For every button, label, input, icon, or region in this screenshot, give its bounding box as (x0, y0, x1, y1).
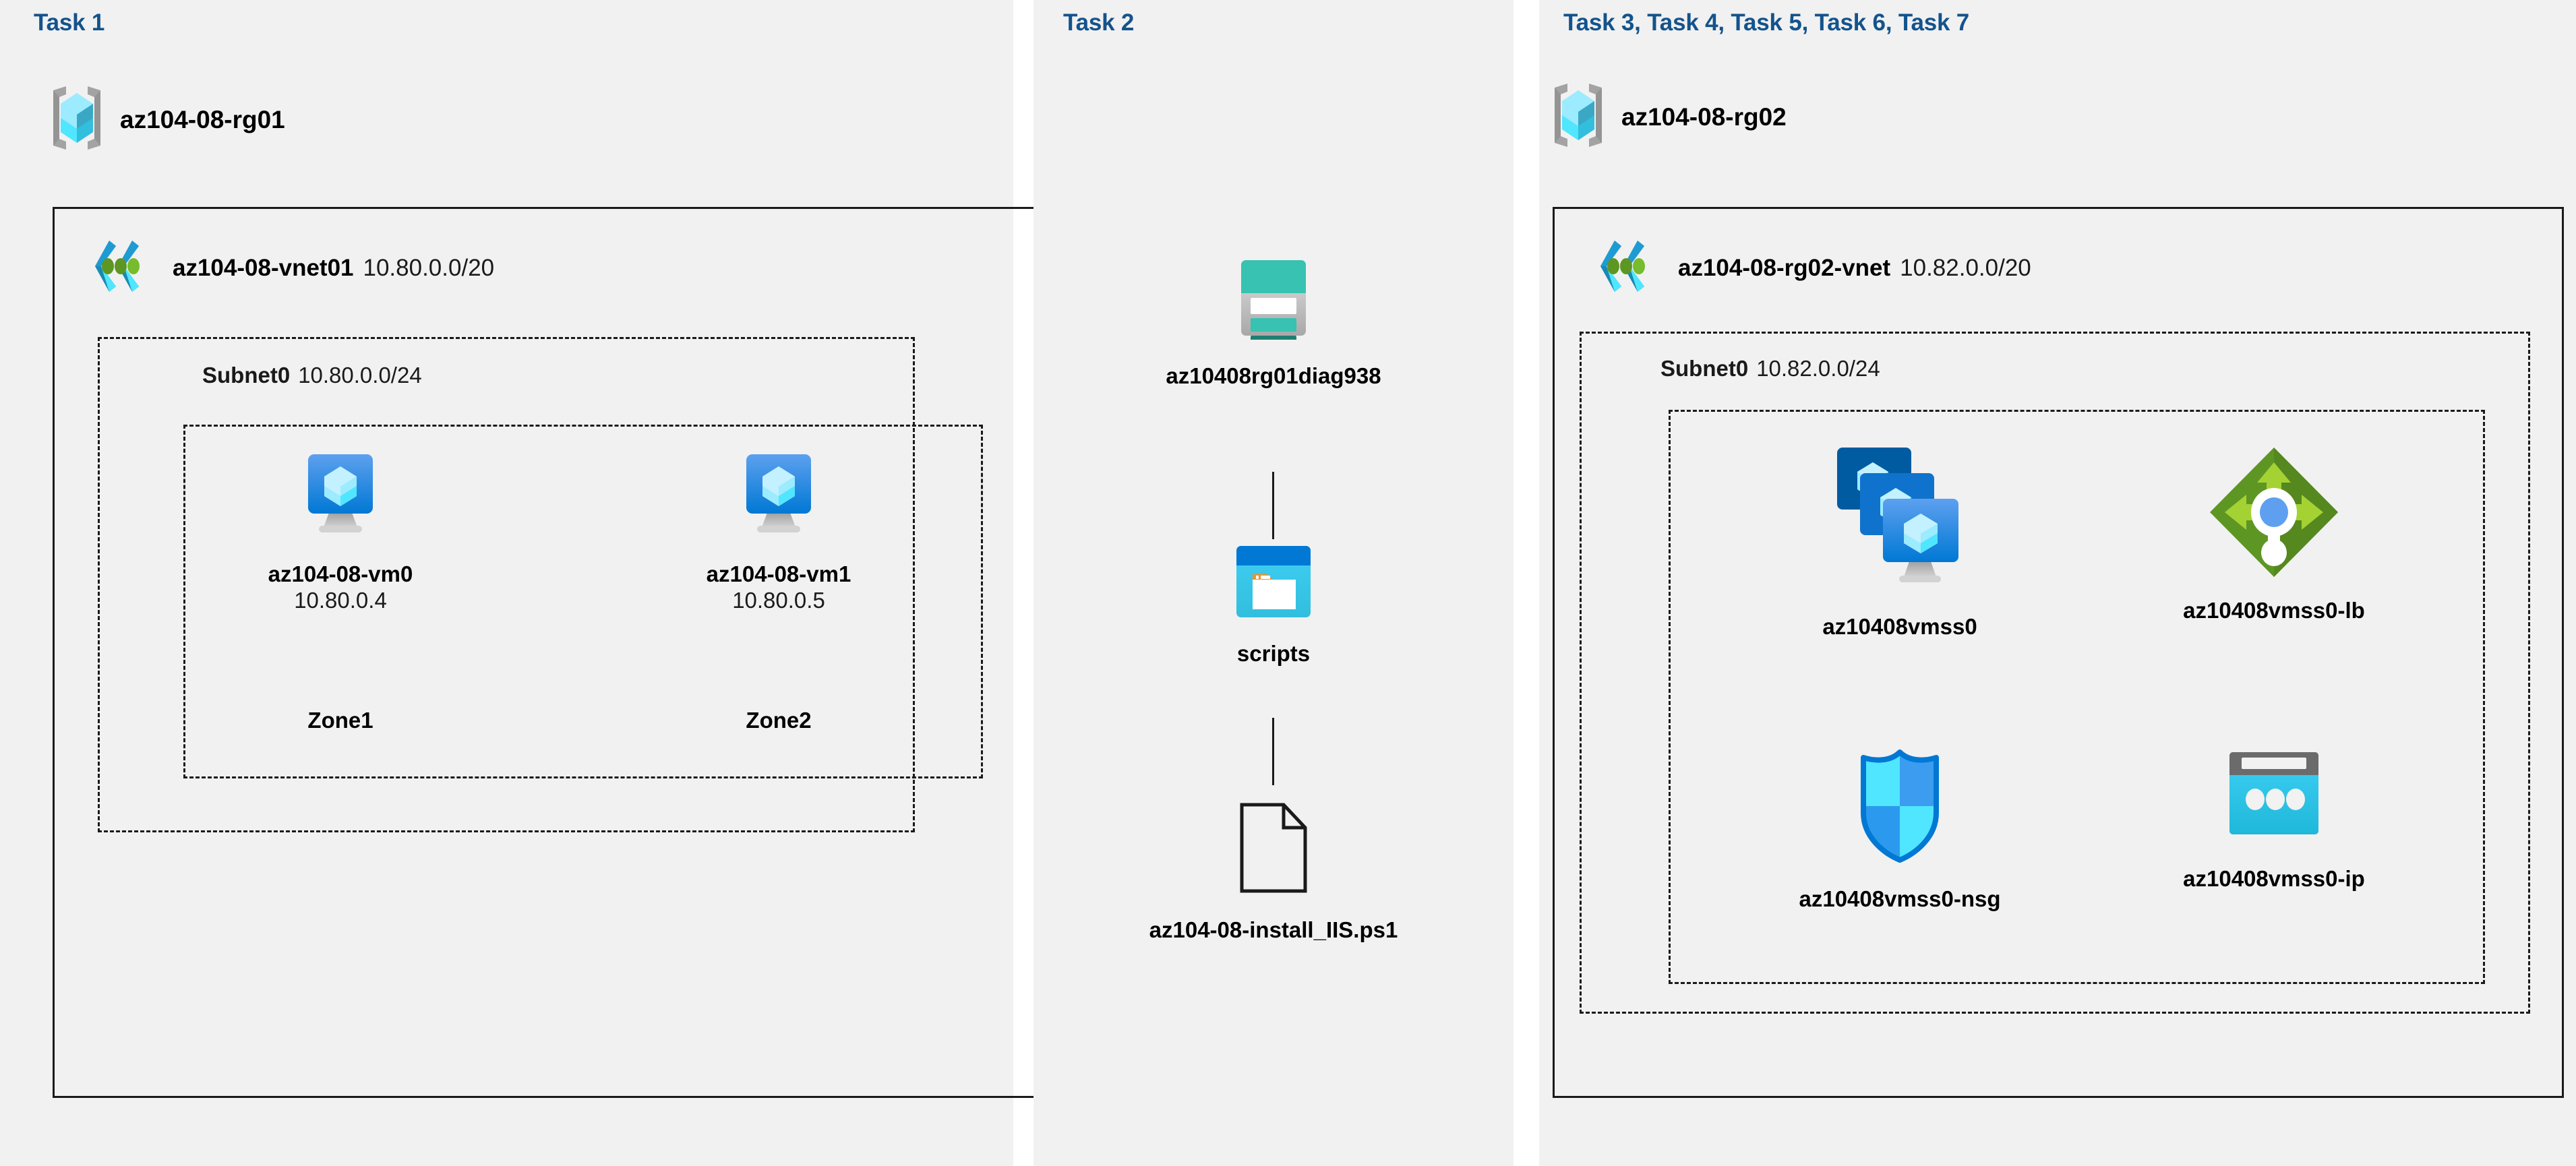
task-panel-3: Task 3, Task 4, Task 5, Task 6, Task 7 a… (1539, 0, 2576, 1166)
virtual-machine-icon (300, 452, 381, 537)
subnet-cidr-subnet0: 10.80.0.0/24 (298, 363, 422, 388)
storage-account-icon (1232, 256, 1315, 349)
load-balancer-icon (2207, 445, 2341, 583)
vm1-ip: 10.80.0.5 (732, 587, 825, 613)
task-panel-2: Task 2 az10408rg01diag938 (1034, 0, 1514, 1166)
task-label-3: Task 3, Task 4, Task 5, Task 6, Task 7 (1563, 9, 1970, 36)
resource-group-header-rg01: az104-08-rg01 (51, 85, 285, 154)
task-label-2: Task 2 (1063, 9, 1135, 36)
resource-node-vm0[interactable]: az104-08-vm0 10.80.0.4 (236, 452, 445, 614)
subnet-boundary-rg02-subnet0 (1580, 332, 2530, 1014)
resource-group-name-rg02: az104-08-rg02 (1621, 102, 1787, 131)
rg02-subnet-cidr: 10.82.0.0/24 (1756, 356, 1880, 381)
blob-container-name: scripts (1236, 641, 1311, 666)
resource-node-blob-container[interactable]: scripts (1166, 545, 1381, 667)
zone-group-boundary (183, 425, 983, 778)
vnet-boundary-rg02-vnet (1553, 207, 2564, 1098)
resource-node-ps1-file[interactable]: az104-08-install_IIS.ps1 (1058, 802, 1489, 944)
public-ip-name: az10408vmss0-ip (2183, 866, 2365, 891)
subnet-boundary-subnet0 (98, 337, 915, 832)
virtual-machine-icon (738, 452, 819, 537)
connector-storage-to-container (1272, 472, 1274, 539)
subnet-header-subnet0: Subnet0 10.80.0.0/24 (202, 363, 422, 388)
load-balancer-name: az10408vmss0-lb (2183, 598, 2365, 623)
vm0-name: az104-08-vm0 (268, 561, 413, 586)
resource-group-icon (51, 85, 102, 154)
public-ip-address-icon (2227, 748, 2321, 846)
resource-node-nsg[interactable]: az10408vmss0-nsg (1741, 748, 2058, 913)
resource-node-vmss[interactable]: az10408vmss0 (1748, 445, 2051, 640)
rg02-subnet-name: Subnet0 (1660, 356, 1749, 381)
subnet-header-rg02-subnet0: Subnet0 10.82.0.0/24 (1660, 356, 1880, 381)
vnet-name-rg02-vnet: az104-08-rg02-vnet (1678, 254, 1891, 281)
resource-group-header-rg02: az104-08-rg02 (1553, 82, 1787, 152)
storage-account-name: az10408rg01diag938 (1166, 363, 1381, 388)
virtual-network-icon (1600, 239, 1663, 297)
file-icon (1236, 802, 1311, 897)
nsg-name: az10408vmss0-nsg (1799, 886, 2001, 911)
resource-node-public-ip[interactable]: az10408vmss0-ip (2126, 748, 2422, 892)
resource-group-icon (1553, 82, 1604, 152)
vnet-cidr-vnet01: 10.80.0.0/20 (363, 254, 495, 281)
connector-container-to-file (1272, 718, 1274, 785)
resource-node-vm1[interactable]: az104-08-vm1 10.80.0.5 (674, 452, 883, 614)
vmss-name: az10408vmss0 (1822, 614, 1977, 639)
blob-container-icon (1235, 545, 1312, 622)
subnet-name-subnet0: Subnet0 (202, 363, 291, 388)
network-security-group-icon (1857, 748, 1943, 867)
task-panel-1: Task 1 az104-08-rg01 (0, 0, 1471, 1166)
vnet-name-vnet01: az104-08-vnet01 (173, 254, 354, 281)
vm0-ip: 10.80.0.4 (294, 587, 387, 613)
vnet-header-vnet01: az104-08-vnet01 10.80.0.0/20 (94, 239, 494, 297)
vm1-name: az104-08-vm1 (706, 561, 851, 586)
resource-group-inner-boundary (1669, 410, 2485, 984)
vm1-zone-label: Zone2 (746, 708, 812, 733)
virtual-network-icon (94, 239, 158, 297)
resource-node-storage-account[interactable]: az10408rg01diag938 (1125, 256, 1422, 390)
resource-node-load-balancer[interactable]: az10408vmss0-lb (2119, 445, 2429, 624)
vm-scale-set-icon (1836, 445, 1964, 603)
resource-group-name-rg01: az104-08-rg01 (120, 105, 285, 133)
vnet-cidr-rg02-vnet: 10.82.0.0/20 (1900, 254, 2031, 281)
vm0-zone-label: Zone1 (307, 708, 373, 733)
task-label-1: Task 1 (34, 9, 105, 36)
ps1-file-name: az104-08-install_IIS.ps1 (1149, 917, 1398, 942)
vnet-header-rg02-vnet: az104-08-rg02-vnet 10.82.0.0/20 (1600, 239, 2031, 297)
